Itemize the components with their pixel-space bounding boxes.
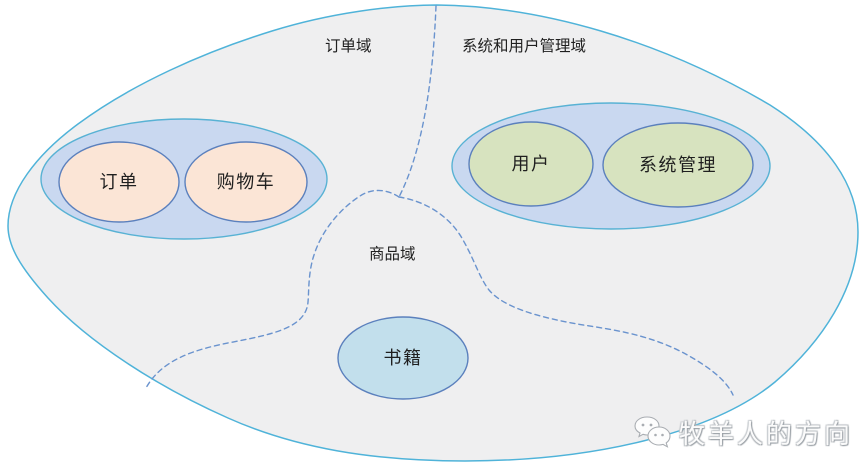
wechat-bubbles-icon bbox=[634, 416, 671, 448]
product-domain-cluster: 书籍 bbox=[337, 316, 469, 400]
books-node-label: 书籍 bbox=[384, 348, 423, 369]
cart-node-ellipse bbox=[184, 141, 308, 223]
order-node-ellipse bbox=[58, 141, 180, 223]
watermark: 牧羊人的方向 bbox=[629, 413, 853, 451]
system-mgmt-node-label: 系统管理 bbox=[639, 155, 717, 176]
watermark-text: 牧羊人的方向 bbox=[678, 419, 853, 450]
divider-top bbox=[398, 5, 437, 198]
product-domain-label: 商品域 bbox=[369, 245, 416, 263]
books-node-ellipse bbox=[337, 316, 469, 400]
user-node-label: 用户 bbox=[512, 154, 551, 175]
system-mgmt-node-ellipse bbox=[602, 122, 754, 208]
divider-left bbox=[145, 189, 400, 389]
user-node-ellipse bbox=[468, 121, 594, 207]
cart-node-label: 购物车 bbox=[217, 172, 276, 193]
order-domain-label: 订单域 bbox=[325, 37, 372, 55]
divider-dashed-lines bbox=[145, 5, 734, 396]
system-user-domain-label: 系统和用户管理域 bbox=[462, 37, 586, 55]
system-user-domain-cluster: 用户 系统管理 bbox=[451, 102, 771, 230]
order-node-label: 订单 bbox=[100, 172, 139, 193]
order-domain-cluster: 订单 购物车 bbox=[40, 118, 328, 240]
